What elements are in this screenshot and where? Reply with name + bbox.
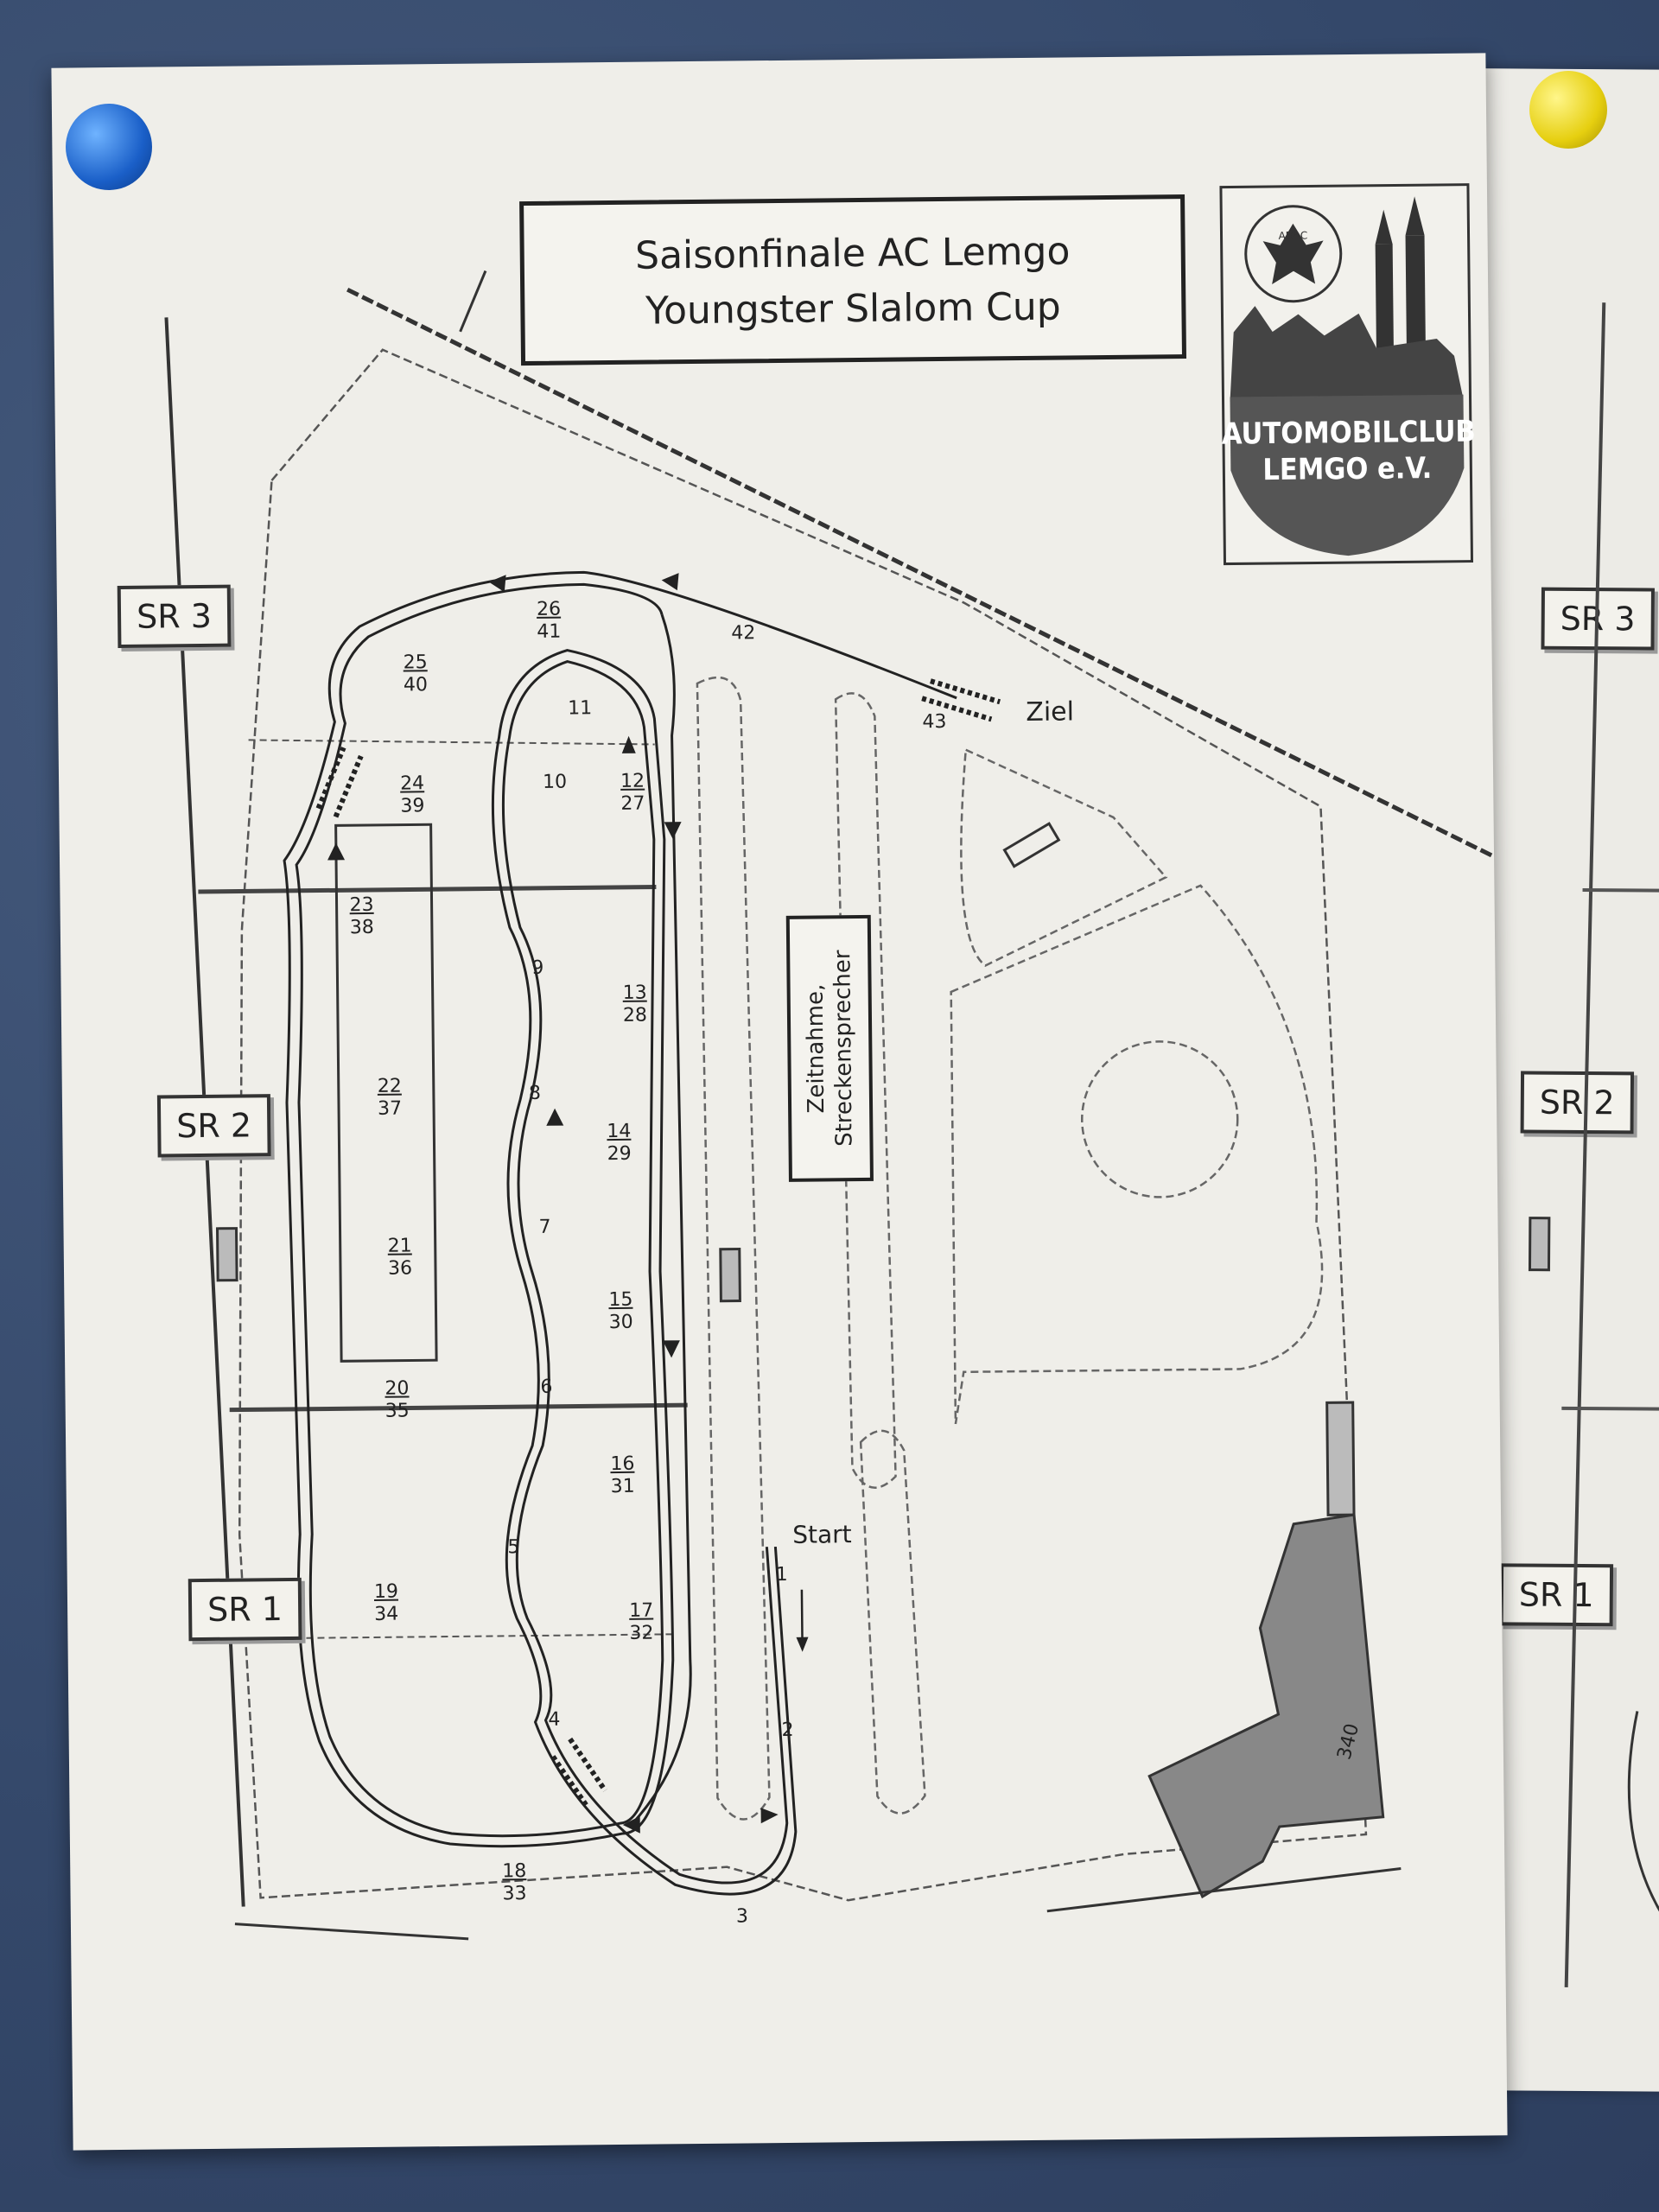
lot-boundary [238,348,1368,1902]
gate-3: 3 [735,1905,749,1928]
roundabout [1080,1040,1239,1198]
building [1147,1513,1385,1899]
event-title-line2: Youngster Slalom Cup [645,284,1061,334]
gate-hatch-markers [315,678,1001,1810]
gate-10: 10 [542,771,568,793]
yellow-pin-icon [1529,71,1607,149]
church-skyline [1230,306,1464,402]
gate-9: 9 [531,957,544,979]
gate-4: 4 [548,1708,561,1731]
logo-line2: LEMGO e.V. [1262,451,1433,488]
sr-divider-lower [229,1402,688,1413]
adac-seal [1244,205,1343,303]
event-title-box: Saisonfinale AC Lemgo Youngster Slalom C… [519,194,1187,366]
gate-7: 7 [538,1216,551,1238]
sr1-label: SR 1 [188,1577,302,1642]
timing-line2: Streckensprecher [830,950,858,1147]
gate-42: 42 [731,622,756,645]
gate-8: 8 [528,1082,542,1105]
gate-5: 5 [507,1536,520,1559]
sr3-label: SR 3 [117,584,232,648]
logo-line1: AUTOMOBILCLUB [1221,414,1476,452]
timing-line1: Zeitnahme, [802,983,830,1114]
timing-booth-label: Zeitnahme, Streckensprecher [801,950,858,1147]
center-rectangle [334,823,438,1363]
gate-6: 6 [540,1376,553,1398]
timing-booth-box: Zeitnahme, Streckensprecher [785,914,874,1182]
logo-seal-text: ADAC [1278,229,1308,242]
gate-2: 2 [781,1719,794,1742]
adjacent-sheet-lines [1528,302,1659,1987]
gate-1: 1 [775,1563,788,1586]
course-line [283,570,957,1896]
sr-divider-upper [198,884,657,894]
blue-pin-icon [66,104,152,190]
start-label: Start [792,1520,852,1549]
course-map-sheet: Saisonfinale AC Lemgo Youngster Slalom C… [51,53,1508,2151]
gate-43: 43 [922,710,947,734]
adjacent-sheet: SR 3 SR 2 SR 1 [1461,68,1659,2092]
finish-label: Ziel [1026,696,1075,728]
sr2-label: SR 2 [156,1094,271,1158]
club-logo: AUTOMOBILCLUB LEMGO e.V. ADAC [1219,183,1476,566]
club-logo-graphic [1219,183,1474,566]
eagle-icon [1262,223,1324,284]
course-arrows [327,573,779,1834]
course-map-drawing [164,270,1496,1941]
event-title-line1: Saisonfinale AC Lemgo [634,229,1071,278]
gate-11: 11 [568,697,593,720]
